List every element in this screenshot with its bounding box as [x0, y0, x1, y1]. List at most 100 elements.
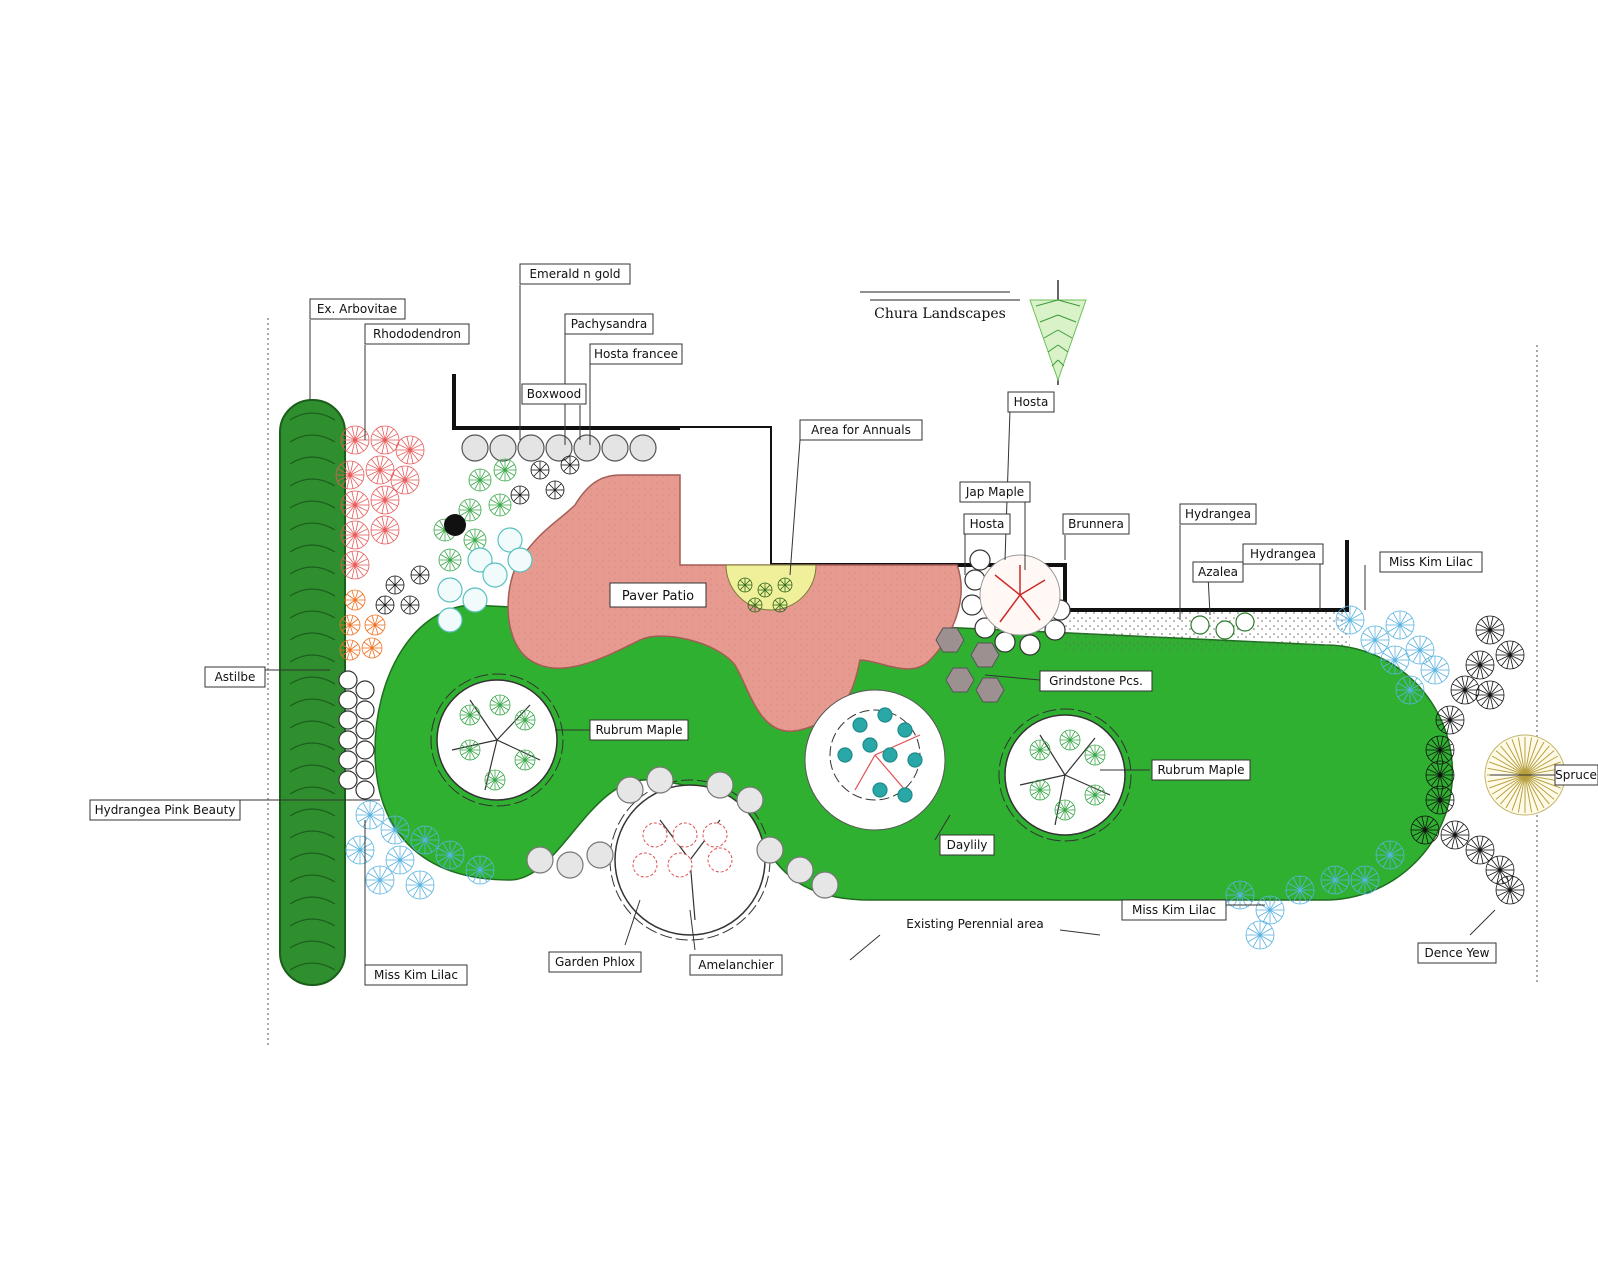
boxwood-plant	[629, 434, 657, 462]
emerald-gold-plant	[482, 562, 508, 588]
rhododendron-plant	[340, 490, 370, 520]
rhododendron-plant	[335, 460, 365, 490]
label-miss-kim-lilac-bottom-left: Miss Kim Lilac	[364, 964, 468, 986]
hosta-plant	[1019, 634, 1041, 656]
rhododendron-plant	[370, 485, 400, 515]
phlox-plant	[707, 847, 733, 873]
svg-text:Emerald n gold: Emerald n gold	[529, 267, 620, 281]
phlox-plant	[667, 852, 693, 878]
rhododendron-plant	[340, 550, 370, 580]
label-hosta-francee: Hosta francee	[589, 343, 683, 365]
rhododendron-plant	[395, 435, 425, 465]
daylily-plant	[1084, 784, 1106, 806]
label-astilbe: Astilbe	[204, 666, 266, 688]
pachysandra-bed	[1065, 612, 1350, 652]
yew-plant	[1435, 705, 1465, 735]
svg-text:Dence Yew: Dence Yew	[1425, 946, 1490, 960]
boxwood-plant	[489, 434, 517, 462]
yew-plant	[1465, 650, 1495, 680]
annual-plant	[772, 597, 788, 613]
rhododendron-plant	[365, 455, 395, 485]
lilac-plant	[1395, 675, 1425, 705]
annual-plant	[747, 597, 763, 613]
lilac-plant	[405, 870, 435, 900]
daylily-plant	[489, 694, 511, 716]
hosta-plant	[488, 493, 512, 517]
lilac-plant	[435, 840, 465, 870]
daylily-plant	[1054, 799, 1076, 821]
lilac-plant	[465, 855, 495, 885]
yew-plant	[1410, 815, 1440, 845]
svg-text:Pachysandra: Pachysandra	[571, 317, 647, 331]
svg-text:Amelanchier: Amelanchier	[698, 958, 773, 972]
daylily-plant	[1059, 729, 1081, 751]
lilac-plant	[1375, 840, 1405, 870]
lilac-plant	[410, 825, 440, 855]
boxwood-plant	[601, 434, 629, 462]
hydrangea-plant	[338, 750, 358, 770]
svg-text:Garden Phlox: Garden Phlox	[555, 955, 635, 969]
arbovitae-hedge	[279, 399, 346, 986]
hydrangea-plant	[355, 680, 375, 700]
label-hydrangea-right: Hydrangea	[1242, 543, 1324, 565]
hydrangea-plant	[355, 760, 375, 780]
astilbe-plant	[339, 614, 361, 636]
svg-text:Hosta francee: Hosta francee	[594, 347, 678, 361]
perennial-plant	[882, 747, 898, 763]
grindstone-piece	[970, 642, 1000, 668]
phlox-plant	[672, 822, 698, 848]
emerald-gold-plant	[462, 587, 488, 613]
astilbe-plant	[364, 614, 386, 636]
hydrangea-plant	[355, 700, 375, 720]
pachysandra-plant	[410, 565, 430, 585]
label-daylily: Daylily	[939, 834, 995, 856]
svg-text:Grindstone Pcs.: Grindstone Pcs.	[1049, 674, 1143, 688]
hydrangea-plant	[338, 670, 358, 690]
daylily-plant	[514, 749, 536, 771]
grindstone-piece	[975, 677, 1005, 703]
rhododendron-plant	[390, 465, 420, 495]
perennial-shrub	[526, 846, 554, 874]
yew-plant	[1495, 640, 1525, 670]
lilac-plant	[380, 815, 410, 845]
svg-text:Spruce: Spruce	[1555, 768, 1597, 782]
leader-lines	[240, 285, 1555, 965]
label-hydrangea-top: Hydrangea	[1179, 503, 1257, 525]
azalea-plant	[1215, 620, 1235, 640]
perennial-shrub	[706, 771, 734, 799]
label-miss-kim-lilac-bottom-right: Miss Kim Lilac	[1121, 899, 1227, 921]
lilac-plant	[1420, 655, 1450, 685]
daylily-plant	[484, 769, 506, 791]
phlox-plant	[632, 852, 658, 878]
hosta-plant	[468, 468, 492, 492]
japanese-maple	[979, 554, 1061, 636]
lilac-plant	[1255, 895, 1285, 925]
emerald-gold-plant	[507, 547, 533, 573]
patio-label-box	[609, 582, 707, 608]
lilac-plant	[1350, 865, 1380, 895]
azalea-plant	[1235, 612, 1255, 632]
hosta-plant	[438, 548, 462, 572]
yew-plant	[1450, 675, 1480, 705]
perennial-garden-circle	[804, 689, 946, 831]
perennial-shrub	[811, 871, 839, 899]
daylily-plant	[514, 709, 536, 731]
plant-symbols	[335, 425, 1525, 950]
house-interior	[680, 428, 770, 565]
boxwood-plant	[545, 434, 573, 462]
hosta-plant	[1044, 619, 1066, 641]
label-garden-phlox: Garden Phlox	[548, 951, 642, 973]
label-spruce: Spruce	[1554, 764, 1598, 786]
label-dence-yew: Dence Yew	[1417, 942, 1497, 964]
daylily-plant	[1029, 739, 1051, 761]
lilac-plant	[1385, 610, 1415, 640]
hosta-plant	[961, 594, 983, 616]
boxwood-plant	[517, 434, 545, 462]
perennial-shrub	[586, 841, 614, 869]
compass-fern-icon	[1029, 280, 1087, 385]
pachysandra-plant	[400, 595, 420, 615]
perennial-shrub	[736, 786, 764, 814]
hydrangea-plant	[355, 740, 375, 760]
lilac-plant	[1320, 865, 1350, 895]
